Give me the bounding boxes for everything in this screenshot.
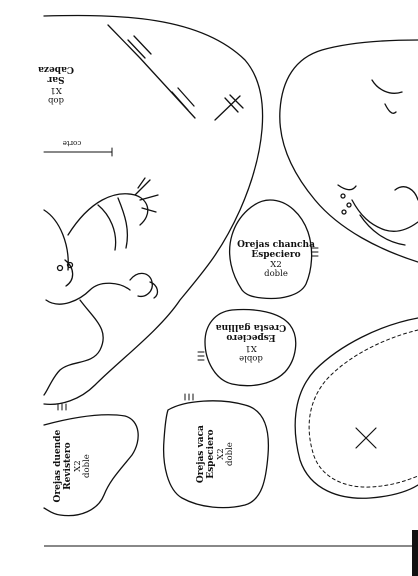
cresta-gallina-label: doble X1 Especiero Cresta gallina (210, 322, 292, 364)
orejas-chancha-material: Especiero (251, 250, 301, 261)
eye-drawing-right (66, 261, 74, 269)
cabeza-qty: X1 (50, 85, 62, 96)
lower-right-outline (294, 317, 418, 499)
orejas-chancha-qty: X2 (270, 259, 282, 270)
orejas-chancha-title: Orejas chancha (237, 240, 315, 250)
wing-drawing (43, 193, 149, 396)
orejas-vaca-label: Orejas vaca Especiero X2 doble (196, 416, 236, 492)
lower-right-dash (308, 329, 418, 488)
orejas-duende-title: Orejas duende (52, 429, 63, 503)
orejas-vaca-outline (162, 400, 270, 509)
cut-line (43, 147, 113, 157)
orejas-chancha-outline (228, 199, 313, 300)
right-piece-outline (279, 39, 418, 263)
orejas-vaca-tick (184, 393, 194, 401)
orejas-vaca-title: Orejas vaca (195, 425, 206, 484)
cabeza-note: dob (48, 95, 64, 106)
cresta-gallina-title: Cresta gallina (215, 322, 287, 333)
edge-mark (412, 530, 418, 576)
orejas-chancha-note: doble (264, 269, 288, 280)
orejas-duende-note: doble (82, 454, 93, 478)
cresta-gallina-qty: X1 (245, 343, 257, 354)
cabeza-line2: Sar (47, 74, 65, 85)
cabeza-tab-lines (107, 24, 244, 121)
antenna-drawing (134, 177, 159, 213)
orejas-chancha-tick (311, 247, 319, 257)
cabeza-line1: Cabeza (38, 64, 74, 75)
cresta-gallina-outline (204, 308, 297, 387)
orejas-duende-tick (57, 403, 67, 411)
right-piece-drawing (337, 79, 418, 246)
cresta-gallina-material: Especiero (226, 332, 276, 343)
cresta-gallina-note: doble (239, 353, 263, 364)
cabeza-outline (43, 14, 264, 406)
right-dot-2 (346, 202, 352, 208)
right-dot-3 (341, 209, 347, 215)
orejas-duende-label: Orejas duende Revistero X2 doble (53, 423, 93, 509)
lower-right-cross (355, 427, 377, 449)
right-dot-1 (340, 193, 346, 199)
cresta-gallina-tick (197, 351, 205, 361)
orejas-vaca-note: doble (225, 442, 236, 466)
orejas-duende-outline (43, 414, 139, 517)
bug-drawing (129, 272, 159, 299)
cabeza-label: dob X1 Sar Cabeza (30, 64, 82, 106)
eye-drawing-left (56, 264, 64, 272)
cut-label: corte (62, 139, 82, 148)
orejas-chancha-label: Orejas chancha Especiero X2 doble (232, 240, 320, 280)
